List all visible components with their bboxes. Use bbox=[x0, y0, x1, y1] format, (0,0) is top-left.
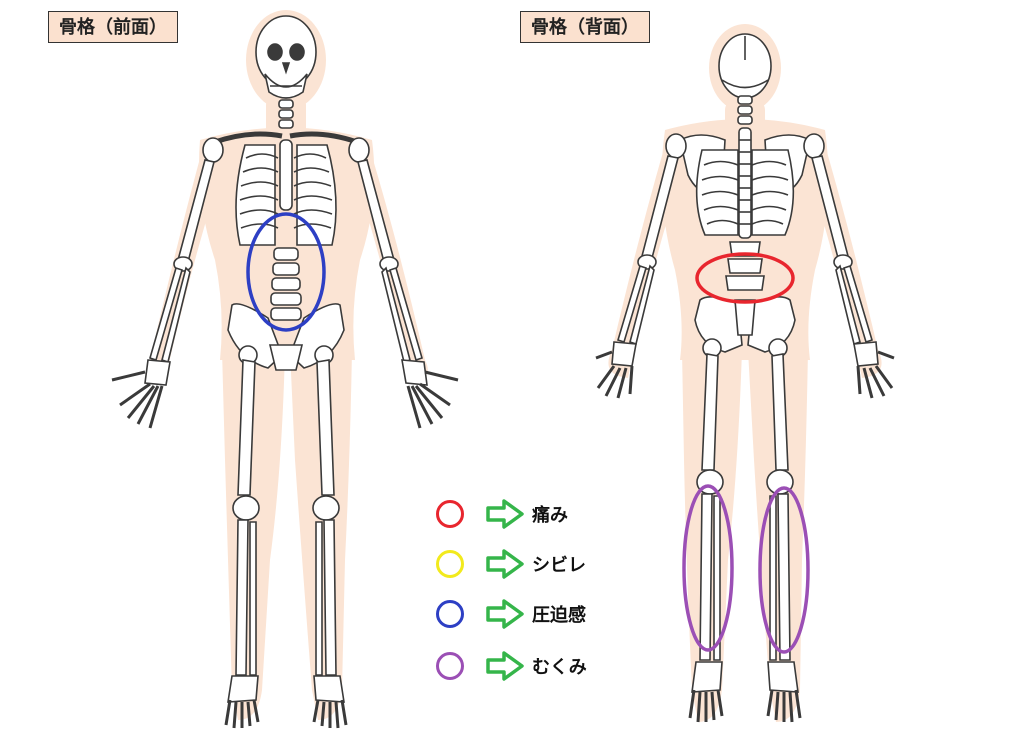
arrow-right-icon bbox=[486, 599, 524, 629]
legend-item: 圧迫感 bbox=[436, 596, 586, 632]
front-view-title: 骨格（前面） bbox=[48, 11, 178, 43]
legend-ring bbox=[436, 600, 464, 628]
arrow-right-icon bbox=[486, 499, 524, 529]
legend-item: シビレ bbox=[436, 546, 586, 582]
back-left-calf-marker bbox=[682, 484, 734, 652]
legend-label: むくみ bbox=[532, 657, 587, 678]
legend-label: シビレ bbox=[532, 555, 586, 576]
legend-ring bbox=[436, 550, 464, 578]
back-skeleton bbox=[595, 24, 895, 723]
legend-label: 圧迫感 bbox=[532, 605, 586, 626]
front-lumbar-marker bbox=[246, 212, 326, 332]
back-lumbar-marker bbox=[695, 252, 795, 304]
legend-ring bbox=[436, 652, 464, 680]
back-bones bbox=[595, 33, 895, 723]
legend-item: むくみ bbox=[436, 648, 587, 684]
arrow-right-icon bbox=[486, 549, 524, 579]
back-right-calf-marker bbox=[758, 486, 810, 654]
front-skeleton bbox=[111, 10, 459, 729]
legend-item: 痛み bbox=[436, 496, 568, 532]
arrow-right-icon bbox=[486, 651, 524, 681]
legend-ring bbox=[436, 500, 464, 528]
back-view-title: 骨格（背面） bbox=[520, 11, 650, 43]
front-bones bbox=[111, 15, 459, 729]
legend-label: 痛み bbox=[532, 505, 568, 526]
